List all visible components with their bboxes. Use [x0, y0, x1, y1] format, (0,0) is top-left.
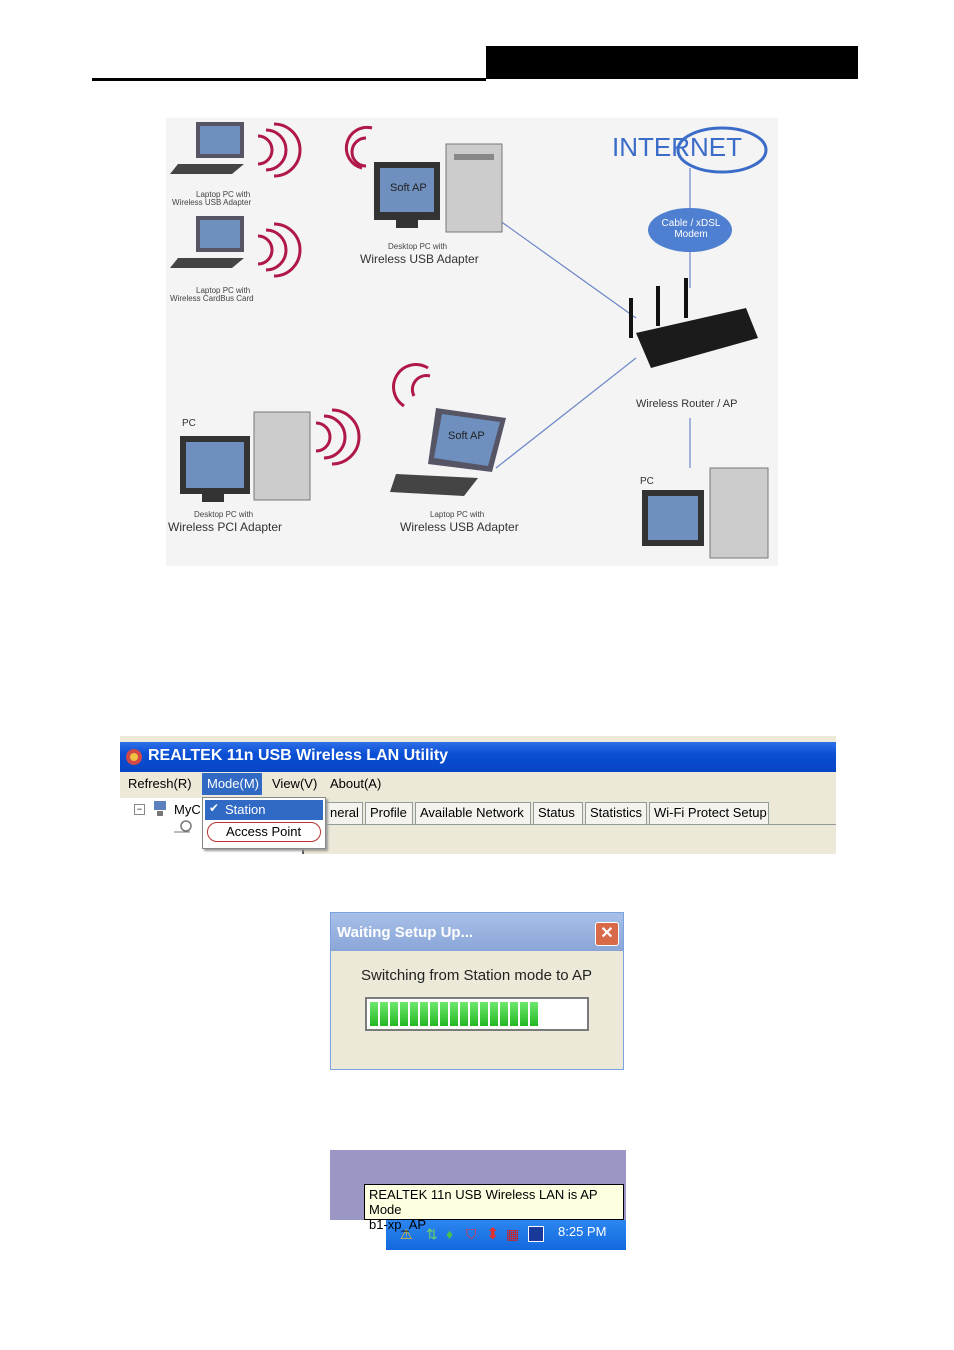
- softap-label-bottom: Soft AP: [448, 430, 485, 442]
- progress-segment: [380, 1002, 388, 1026]
- dialog-title: Waiting Setup Up...: [337, 924, 474, 941]
- security-icon[interactable]: ⛉: [466, 1226, 477, 1242]
- pc-label: PC: [182, 418, 196, 429]
- progress-bar: [365, 997, 589, 1031]
- progress-segment: [410, 1002, 418, 1026]
- tree-collapse-icon[interactable]: −: [134, 804, 145, 815]
- tab-status[interactable]: Status: [533, 802, 583, 824]
- progress-fill: [370, 1002, 543, 1026]
- progress-segment: [510, 1002, 518, 1026]
- tray-tooltip: REALTEK 11n USB Wireless LAN is AP Mode …: [364, 1184, 624, 1232]
- realtek-logo-icon: [126, 749, 142, 765]
- progress-segment: [430, 1002, 438, 1026]
- utility-title: REALTEK 11n USB Wireless LAN Utility: [148, 747, 449, 764]
- progress-segment: [500, 1002, 508, 1026]
- tab-statistics[interactable]: Statistics: [585, 802, 647, 824]
- progress-segment: [490, 1002, 498, 1026]
- connection-icon[interactable]: ▦: [506, 1226, 520, 1242]
- tab-divider: [300, 824, 836, 825]
- progress-segment: [400, 1002, 408, 1026]
- tree-label[interactable]: MyC: [174, 802, 201, 817]
- arrows-icon[interactable]: ⬍: [486, 1226, 500, 1243]
- checkmark-icon: ✔: [209, 801, 220, 815]
- laptop1-small: Laptop PC with: [196, 190, 251, 199]
- pc-right-label: PC: [640, 476, 654, 487]
- utility-titlebar: REALTEK 11n USB Wireless LAN Utility: [120, 742, 836, 772]
- menu-refresh[interactable]: Refresh(R): [128, 776, 192, 791]
- tab-available-network[interactable]: Available Network: [415, 802, 531, 824]
- progress-segment: [480, 1002, 488, 1026]
- progress-segment: [370, 1002, 378, 1026]
- mode-access-point-label: Access Point: [226, 824, 302, 839]
- system-tray: ⚠ ⇅ ♦ ⛉ ⬍ ▦: [386, 1220, 626, 1250]
- network-icon[interactable]: ⇅: [426, 1226, 438, 1242]
- progress-segment: [390, 1002, 398, 1026]
- clock: 8:25 PM: [558, 1224, 607, 1239]
- header-block: [486, 46, 858, 79]
- network-diagram: INTERNET Cable / xDSL Modem Wireless Rou…: [166, 118, 778, 566]
- progress-segment: [450, 1002, 458, 1026]
- tab-general[interactable]: neral: [325, 802, 363, 824]
- adapter-icon: [174, 820, 192, 833]
- utility-window: REALTEK 11n USB Wireless LAN Utility Ref…: [120, 736, 836, 854]
- internet-label: INTERNET: [612, 132, 742, 162]
- laptop-bottom-small: Laptop PC with: [430, 510, 485, 519]
- tray-screenshot: ⚠ ⇅ ♦ ⛉ ⬍ ▦ 8:25 PM REALTEK 11n USB Wire…: [330, 1150, 626, 1250]
- close-icon[interactable]: ✕: [595, 922, 619, 946]
- dialog-message: Switching from Station mode to AP: [361, 967, 592, 984]
- laptop2-sub: Wireless CardBus Card: [170, 294, 254, 303]
- tooltip-line1: REALTEK 11n USB Wireless LAN is AP Mode: [369, 1187, 598, 1217]
- progress-segment: [530, 1002, 538, 1026]
- menu-view[interactable]: View(V): [272, 776, 318, 791]
- computer-icon: [154, 801, 166, 816]
- softap-label-top: Soft AP: [390, 182, 427, 194]
- menu-mode[interactable]: Mode(M): [207, 776, 260, 791]
- tab-wifi-protect-setup[interactable]: Wi-Fi Protect Setup: [649, 802, 769, 824]
- header-rule: [92, 78, 486, 81]
- desktop-top-small: Desktop PC with: [388, 242, 448, 251]
- progress-segment: [470, 1002, 478, 1026]
- shield-icon[interactable]: ♦: [446, 1226, 454, 1242]
- tooltip-line2: b1-xp_AP: [369, 1217, 427, 1232]
- menu-mode-highlight: [202, 773, 262, 795]
- realtek-tray-icon[interactable]: [528, 1226, 544, 1242]
- desktop-bottom-small: Desktop PC with: [194, 510, 254, 519]
- warning-icon[interactable]: ⚠: [400, 1226, 413, 1242]
- menu-about[interactable]: About(A): [330, 776, 382, 791]
- dialog-titlebar: Waiting Setup Up... ✕: [331, 913, 623, 951]
- modem-label: Cable / xDSL Modem: [661, 218, 721, 240]
- mode-station-label: Station: [225, 802, 266, 817]
- laptop2-small: Laptop PC with: [196, 286, 251, 295]
- progress-segment: [520, 1002, 528, 1026]
- progress-segment: [420, 1002, 428, 1026]
- mode-dropdown: ✔ Station Access Point: [202, 797, 326, 849]
- mode-station-item[interactable]: ✔ Station: [205, 800, 323, 820]
- progress-segment: [460, 1002, 468, 1026]
- desktop-top-sub: Wireless USB Adapter: [360, 252, 479, 266]
- progress-segment: [440, 1002, 448, 1026]
- router-label: Wireless Router / AP: [636, 398, 738, 410]
- mode-access-point-item[interactable]: Access Point: [207, 822, 321, 842]
- laptop1-sub: Wireless USB Adapter: [172, 198, 252, 207]
- waiting-dialog: Waiting Setup Up... ✕ Switching from Sta…: [330, 912, 624, 1070]
- tab-profile[interactable]: Profile: [365, 802, 413, 824]
- menu-bar: Refresh(R) Mode(M) View(V) About(A): [120, 772, 836, 796]
- laptop-bottom-sub: Wireless USB Adapter: [400, 520, 519, 534]
- desktop-bottom-sub: Wireless PCI Adapter: [168, 520, 283, 534]
